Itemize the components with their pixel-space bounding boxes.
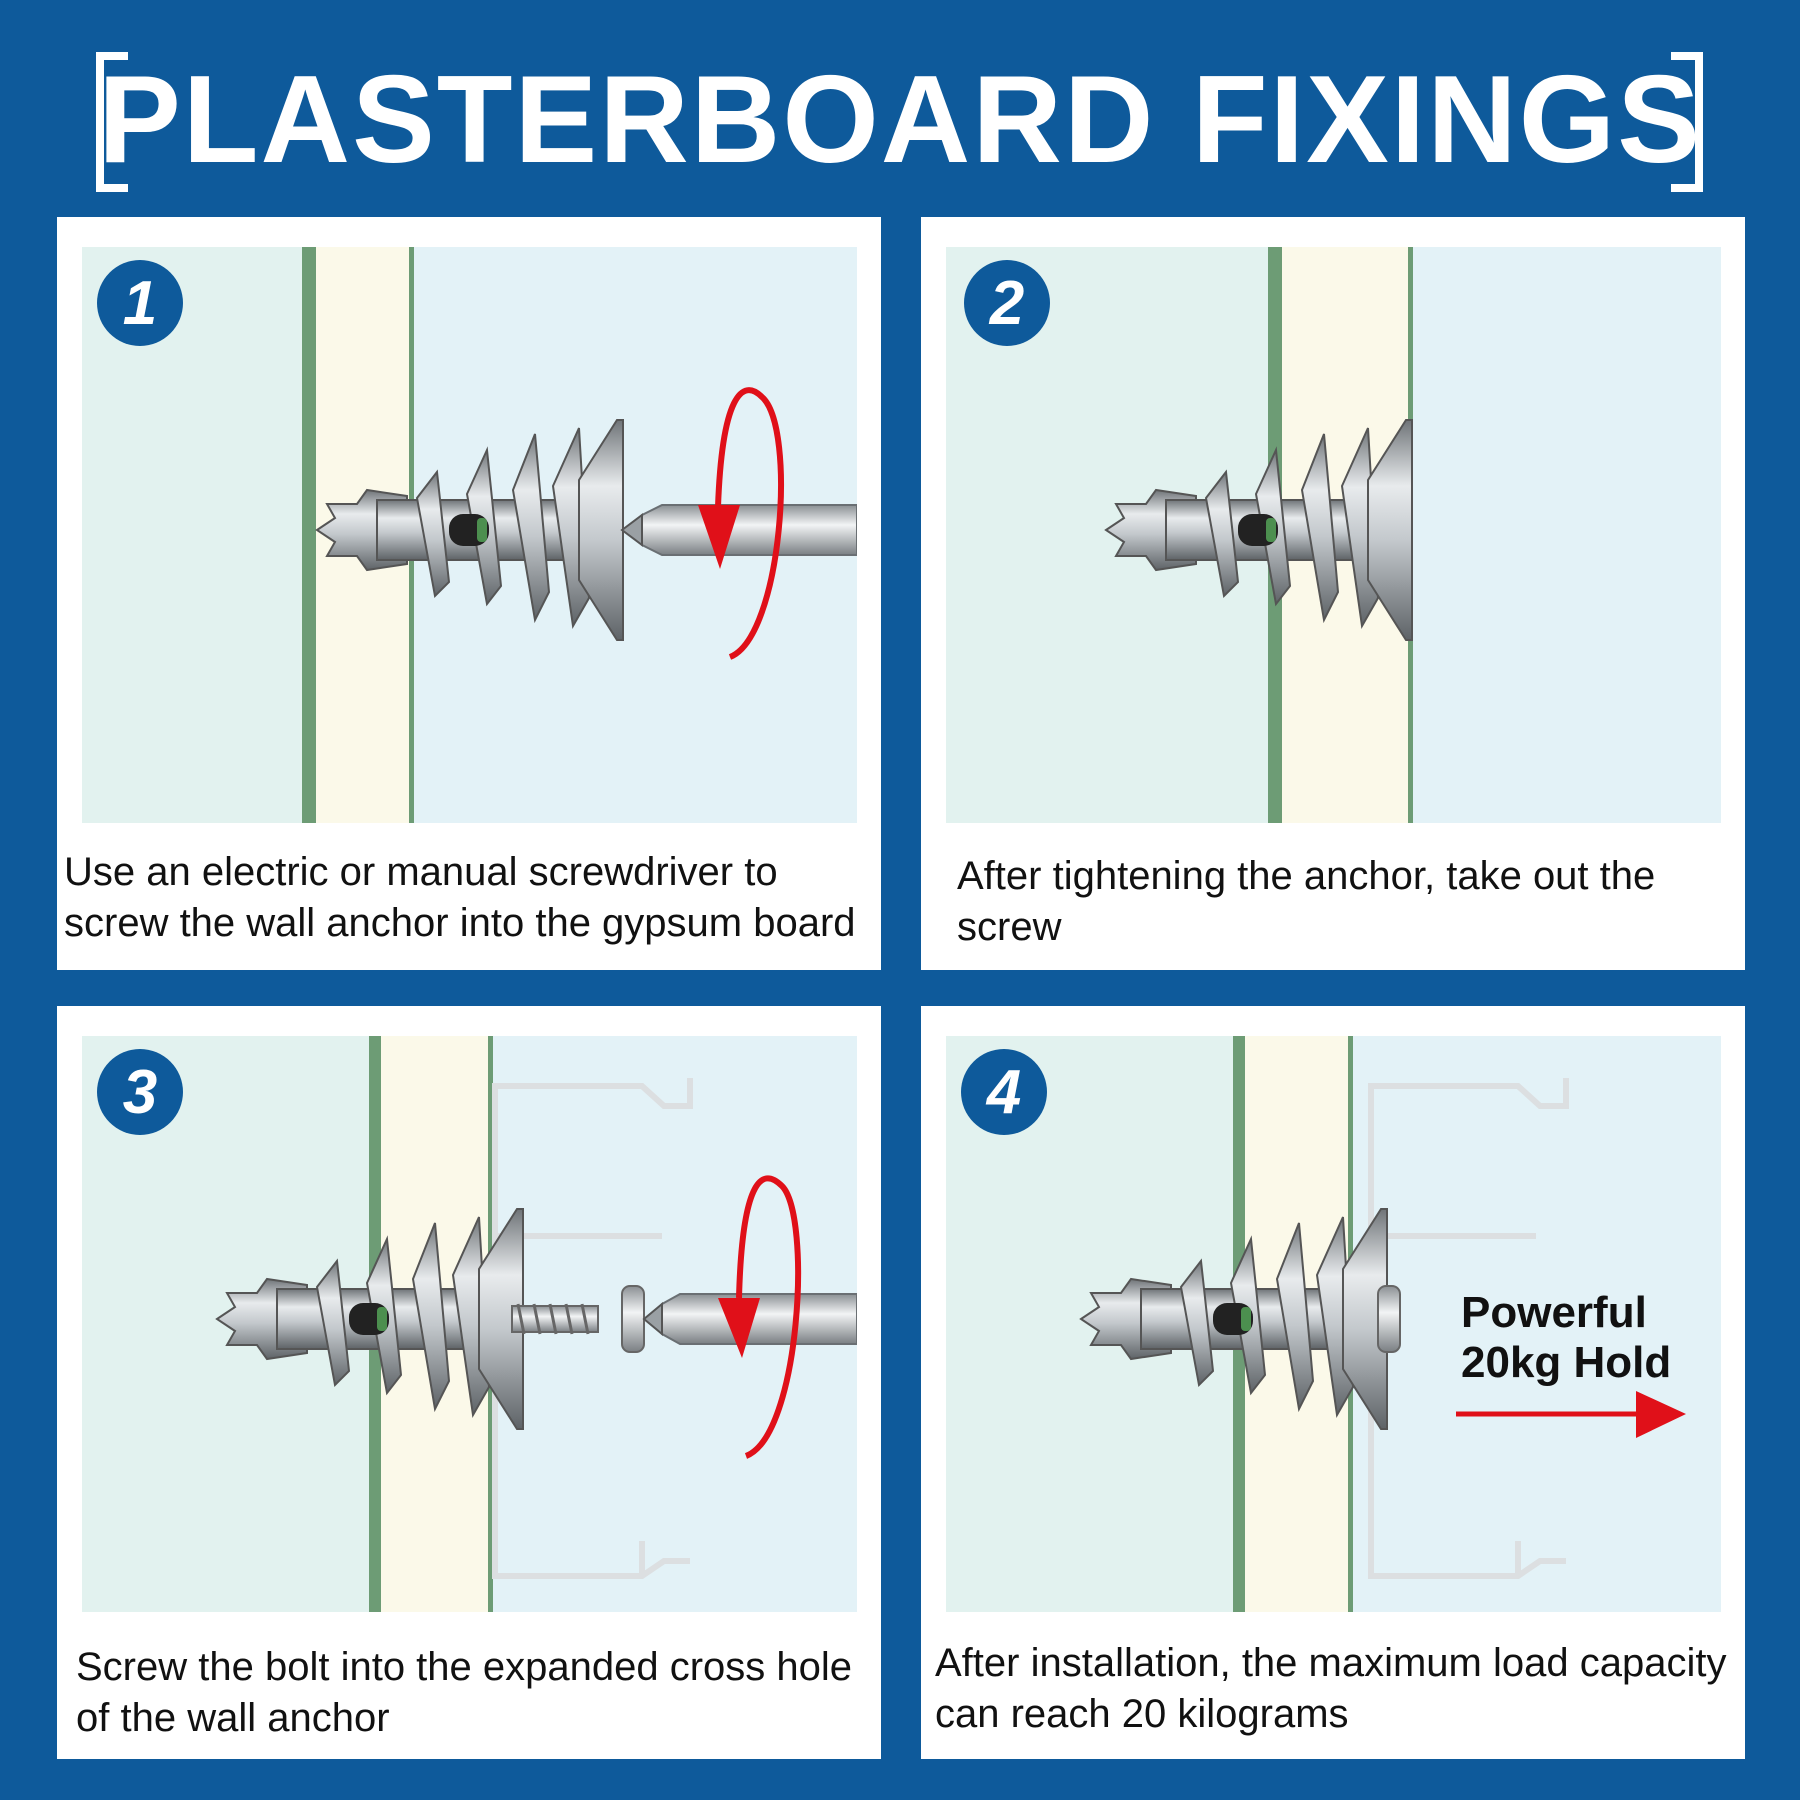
step-number-badge: 2	[964, 260, 1050, 346]
step-caption: After installation, the maximum load cap…	[935, 1641, 1727, 1736]
header: PLASTERBOARD FIXINGS	[0, 40, 1800, 200]
bracket-outline-icon	[1368, 1078, 1569, 1579]
step-number-badge: 3	[97, 1049, 183, 1135]
step-1-panel: 1 Use an electric or manual screwdriver …	[57, 217, 881, 970]
step-caption: Screw the bolt into the expanded cross h…	[76, 1645, 853, 1740]
step-number-badge: 1	[97, 260, 183, 346]
step-caption: Use an electric or manual screwdriver to…	[64, 850, 856, 945]
rotation-arrow-icon	[698, 387, 784, 660]
step-4-panel: Powerful 20kg Hold 4 After installation,…	[921, 1006, 1745, 1759]
bolt-icon	[511, 1285, 645, 1353]
load-capacity-label: Powerful 20kg Hold	[1461, 1288, 1672, 1387]
bolt-head-icon	[1377, 1285, 1401, 1353]
screwdriver-icon	[620, 504, 857, 556]
screwdriver-icon	[642, 1293, 857, 1345]
title-bracket-left-icon	[96, 52, 128, 192]
step-number-badge: 4	[961, 1049, 1047, 1135]
step-1-illustration	[82, 247, 857, 823]
step-2-panel: 2 After tightening the anchor, take out …	[921, 217, 1745, 970]
step-caption: After tightening the anchor, take out th…	[957, 854, 1656, 949]
step-4-illustration: Powerful 20kg Hold	[946, 1036, 1721, 1612]
step-2-illustration	[946, 247, 1721, 823]
step-3-illustration	[82, 1036, 857, 1612]
page-title: PLASTERBOARD FIXINGS	[98, 51, 1702, 189]
load-arrow-icon	[1456, 1391, 1686, 1438]
board-edge-left	[302, 247, 316, 823]
title-bracket-right-icon	[1671, 52, 1703, 192]
rotation-arrow-icon	[718, 1175, 801, 1459]
step-3-panel: 3 Screw the bolt into the expanded cross…	[57, 1006, 881, 1759]
